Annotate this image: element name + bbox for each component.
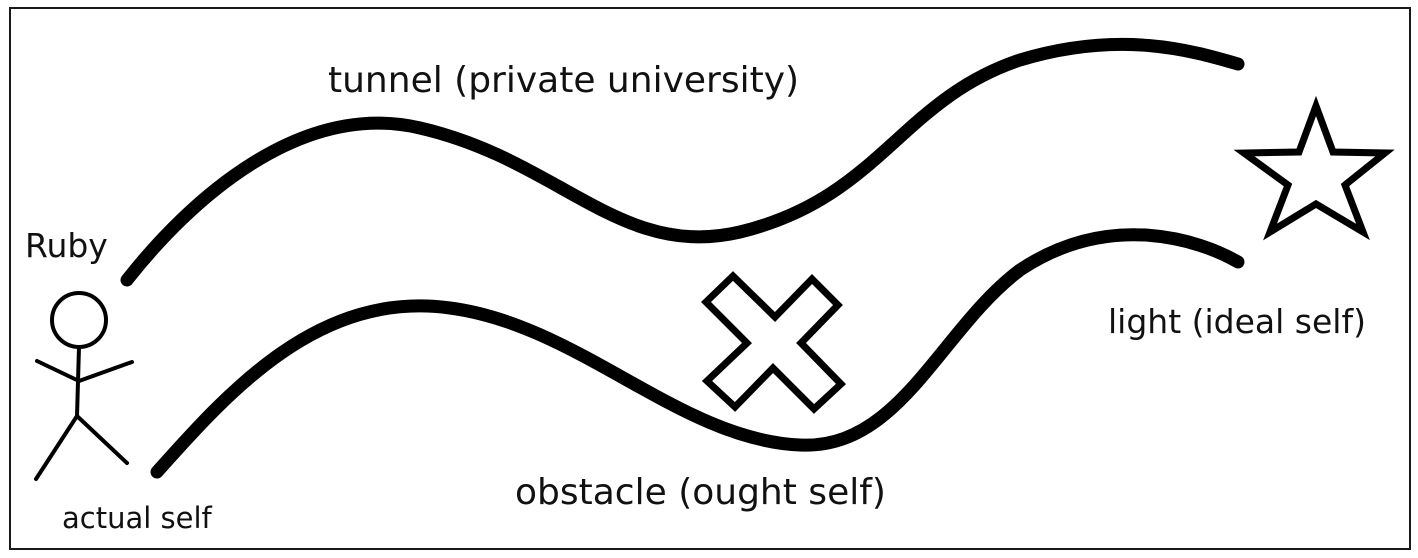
tunnel-label: tunnel (private university)	[328, 60, 799, 101]
obstacle-label: obstacle (ought self)	[515, 472, 886, 513]
actual-self-label: actual self	[62, 501, 213, 535]
ideal-self-label: light (ideal self)	[1108, 302, 1366, 341]
star-icon	[1233, 95, 1395, 241]
diagram-frame	[9, 7, 1411, 550]
person-name-label: Ruby	[25, 226, 108, 265]
tunnel-lower-wall	[150, 228, 1245, 479]
cross-icon	[701, 271, 847, 414]
stick-figure-icon	[34, 291, 134, 481]
tunnel-upper-wall	[120, 37, 1245, 287]
